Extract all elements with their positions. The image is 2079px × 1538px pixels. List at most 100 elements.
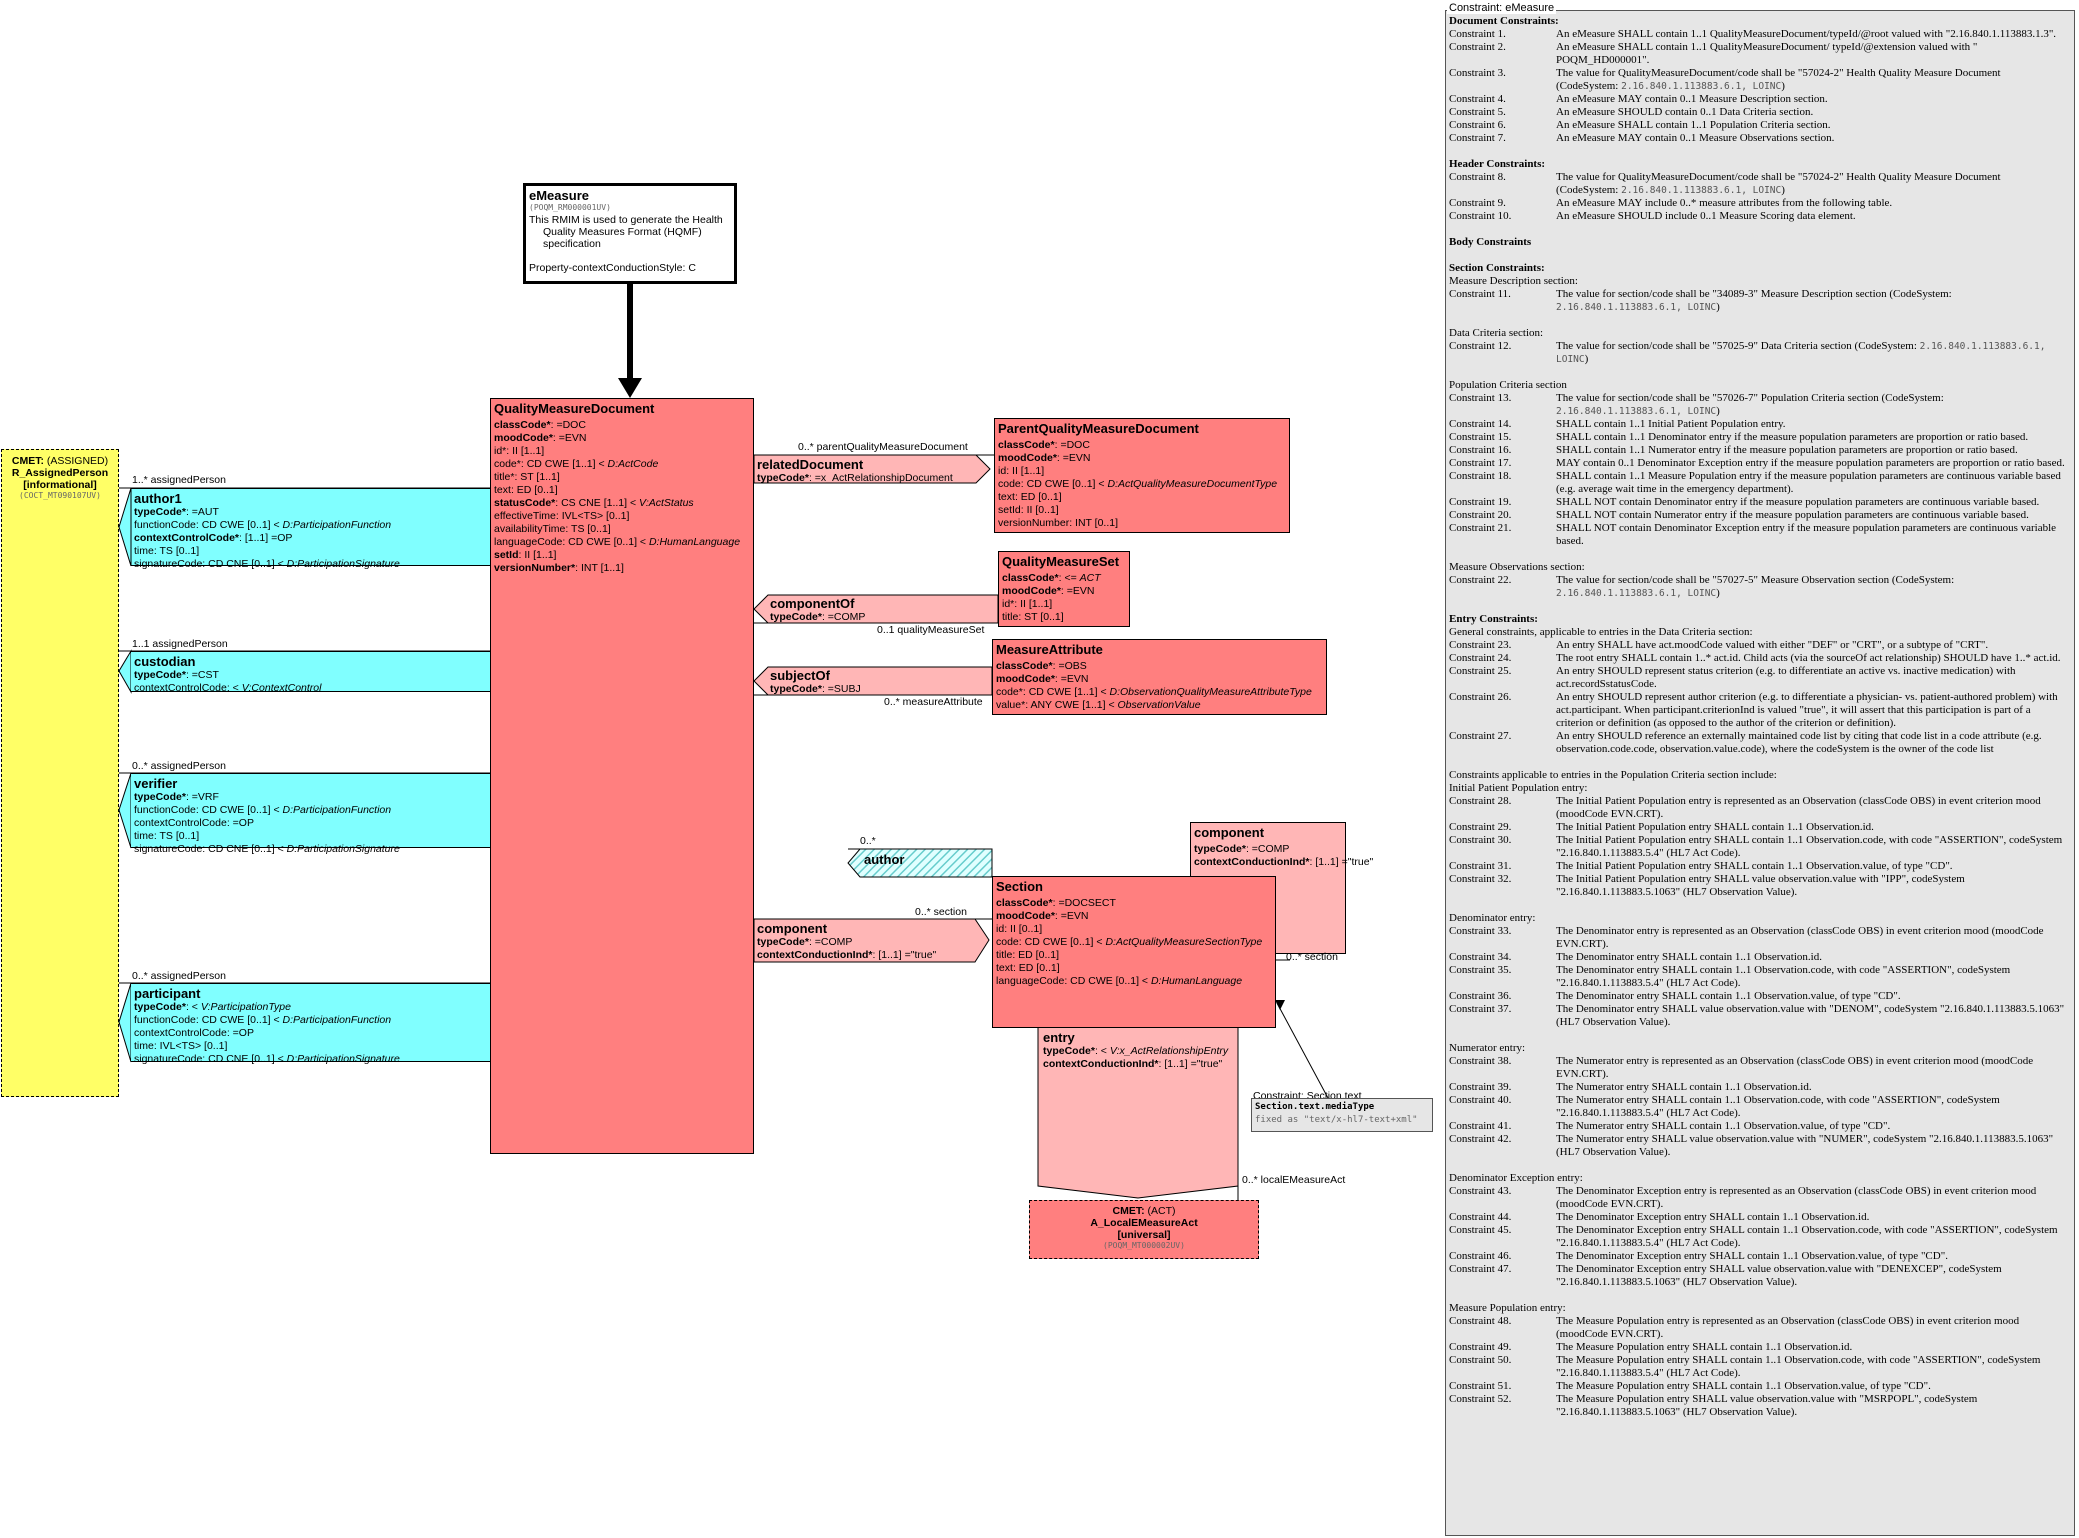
component-right-title: component bbox=[1194, 825, 1265, 840]
constraint-text-body: An eMeasure SHALL contain 1..1 QualityMe… bbox=[1556, 41, 1978, 66]
constraint-text: An eMeasure MAY contain 0..1 Measure Des… bbox=[1556, 93, 2071, 106]
attribute-value: : TS [0..1] bbox=[153, 830, 200, 842]
constraint-text-body: SHALL contain 1..1 Denominator entry if … bbox=[1556, 431, 2029, 443]
constraint-row: Constraint 18.SHALL contain 1..1 Measure… bbox=[1449, 470, 2071, 496]
attribute-value: : =AUT bbox=[185, 506, 219, 518]
attribute-value: : CD CNE [0..1] < bbox=[202, 843, 287, 855]
constraint-text: An eMeasure SHALL contain 1..1 Populatio… bbox=[1556, 119, 2071, 132]
section-attribute-row: text: ED [0..1] bbox=[996, 962, 1272, 975]
pqmd-attribute-row: setId: II [0..1] bbox=[998, 504, 1286, 517]
section-attribute-row: languageCode: CD CWE [0..1] < D:HumanLan… bbox=[996, 975, 1272, 988]
attribute-value: : CD CWE [0..1] < bbox=[1064, 975, 1151, 987]
constraint-number: Constraint 45. bbox=[1449, 1224, 1512, 1236]
qmd-attribute-row: statusCode*: CS CNE [1..1] < V:ActStatus bbox=[494, 497, 750, 510]
attribute-value: : CD CNE [0..1] < bbox=[202, 1053, 287, 1065]
emeasure-desc-1: This RMIM is used to generate the Health bbox=[529, 214, 723, 226]
constraint-text-body: The value for QualityMeasureDocument/cod… bbox=[1556, 67, 2001, 92]
constraint-spacer bbox=[1449, 366, 2071, 379]
attribute-name: title bbox=[1002, 611, 1019, 623]
component-left-assoc-label: 0..* section bbox=[915, 906, 967, 918]
custodian-assoc-label: 1..1 assignedPerson bbox=[132, 638, 228, 650]
attribute-domain: D:ActQualityMeasureDocumentType bbox=[1107, 478, 1278, 490]
constraint-text-body: The Initial Patient Population entry SHA… bbox=[1556, 834, 2063, 859]
attribute-value: : [1..1] ="true" bbox=[1158, 1058, 1223, 1070]
section-title: Section bbox=[996, 879, 1043, 894]
constraint-spacer bbox=[1449, 756, 2071, 769]
verifier-attribute-row: typeCode*: =VRF bbox=[134, 791, 487, 804]
attribute-name: classCode* bbox=[494, 419, 551, 431]
constraint-number: Constraint 7. bbox=[1449, 132, 1506, 144]
attribute-name: versionNumber bbox=[998, 517, 1070, 529]
attribute-name: typeCode* bbox=[134, 1001, 186, 1013]
attribute-name: moodCode* bbox=[996, 673, 1055, 685]
constraint-text-body: SHALL NOT contain Numerator entry if the… bbox=[1556, 509, 2029, 521]
constraint-number: Constraint 24. bbox=[1449, 652, 1512, 664]
qmd-attribute-row: languageCode: CD CWE [0..1] < D:HumanLan… bbox=[494, 536, 750, 549]
attribute-name: setId bbox=[494, 549, 519, 561]
constraint-text-body: An eMeasure MAY contain 0..1 Measure Obs… bbox=[1556, 132, 1835, 144]
attribute-name: contextControlCode* bbox=[134, 532, 239, 544]
attribute-value: : =OP bbox=[226, 817, 254, 829]
component-of-title: componentOf bbox=[770, 596, 855, 611]
section-attribute-row: moodCode*: =EVN bbox=[996, 910, 1272, 923]
attribute-name: title* bbox=[494, 471, 515, 483]
constraint-row: Constraint 17. MAY contain 0..1 Denominat… bbox=[1449, 457, 2071, 470]
emeasure-entry-box: eMeasure (POQM_RM000001UV) This RMIM is … bbox=[523, 183, 737, 284]
constraint-panel[interactable]: Document Constraints:Constraint 1.An eMe… bbox=[1445, 10, 2075, 1536]
constraint-subheading: Measure Description section: bbox=[1449, 275, 1578, 287]
constraint-row: Constraint 14.SHALL contain 1..1 Initial… bbox=[1449, 418, 2071, 431]
attribute-name: classCode* bbox=[998, 439, 1055, 451]
constraint-text: MAY contain 0..1 Denominator Exception e… bbox=[1556, 457, 2071, 470]
emeasure-code: (POQM_RM000001UV) bbox=[529, 203, 611, 212]
attribute-value: : CD CWE [0..1] < bbox=[562, 536, 649, 548]
constraint-text: The Denominator Exception entry SHALL co… bbox=[1556, 1211, 2071, 1224]
component-of-attributes: typeCode*: =COMP bbox=[770, 611, 865, 624]
constraint-row: Constraint 38.The Numerator entry is rep… bbox=[1449, 1055, 2071, 1081]
constraint-text-body: The Measure Population entry is represen… bbox=[1556, 1315, 2020, 1340]
pqmd-attribute-row: id: II [1..1] bbox=[998, 465, 1286, 478]
emeasure-prop: Property-contextConductionStyle: C bbox=[529, 262, 696, 274]
attribute-value: : INT [1..1] bbox=[575, 562, 624, 574]
constraint-text-body: An eMeasure SHOULD contain 0..1 Data Cri… bbox=[1556, 106, 1814, 118]
constraint-row: Constraint 6. An eMeasure SHALL contain 1… bbox=[1449, 119, 2071, 132]
attribute-domain: D:ParticipationFunction bbox=[282, 804, 392, 816]
constraint-text-body: SHALL NOT contain Denominator Exception … bbox=[1556, 522, 2057, 547]
constraint-number: Constraint 11. bbox=[1449, 288, 1511, 300]
constraint-row: Constraint 30.The Initial Patient Popula… bbox=[1449, 834, 2071, 860]
qmd-attribute-row: setId: II [1..1] bbox=[494, 549, 750, 562]
constraint-number: Constraint 39. bbox=[1449, 1081, 1512, 1093]
attribute-value: : TS [0..1] bbox=[153, 545, 200, 557]
cmet-assigned-name: R_AssignedPerson bbox=[11, 467, 109, 479]
attribute-value: : TS [0..1] bbox=[565, 523, 611, 535]
constraint-spacer bbox=[1449, 249, 2071, 262]
constraint-row: Constraint 21.SHALL NOT contain Denomina… bbox=[1449, 522, 2071, 548]
section-note-line-2: fixed as "text/x-hl7-text+xml" bbox=[1255, 1115, 1418, 1125]
constraint-number: Constraint 6. bbox=[1449, 119, 1506, 131]
constraint-text: The Numerator entry SHALL contain 1..1 O… bbox=[1556, 1094, 2071, 1120]
constraint-row: Constraint 16.SHALL contain 1..1 Numerat… bbox=[1449, 444, 2071, 457]
constraint-text-body: The Measure Population entry SHALL conta… bbox=[1556, 1354, 2041, 1379]
qms-attribute-row: moodCode*: =EVN bbox=[1002, 585, 1126, 598]
constraint-subheading: Measure Observations section: bbox=[1449, 561, 1585, 573]
constraint-row: Constraint 24.The root entry SHALL conta… bbox=[1449, 652, 2071, 665]
constraint-number: Constraint 17. bbox=[1449, 457, 1512, 469]
attribute-domain: ObservationValue bbox=[1117, 699, 1201, 711]
note-pointer-line bbox=[1276, 1002, 1329, 1099]
constraint-section-heading: Entry Constraints: bbox=[1449, 613, 1538, 625]
attribute-name: signatureCode bbox=[134, 1053, 203, 1065]
constraint-number: Constraint 26. bbox=[1449, 691, 1512, 703]
constraint-row: Constraint 22.The value for section/code… bbox=[1449, 574, 2071, 600]
constraint-spacer bbox=[1449, 899, 2071, 912]
constraint-row: Constraint 7. An eMeasure MAY contain 0..… bbox=[1449, 132, 2071, 145]
constraint-codesystem: 2.16.840.1.113883.6.1, LOINC bbox=[1556, 588, 1717, 599]
constraint-row: Constraint 40.The Numerator entry SHALL … bbox=[1449, 1094, 2071, 1120]
constraint-codesystem: 2.16.840.1.113883.6.1, LOINC bbox=[1556, 406, 1717, 417]
attribute-name: text bbox=[998, 491, 1015, 503]
related-document-assoc-label: 0..* parentQualityMeasureDocument bbox=[798, 441, 968, 453]
